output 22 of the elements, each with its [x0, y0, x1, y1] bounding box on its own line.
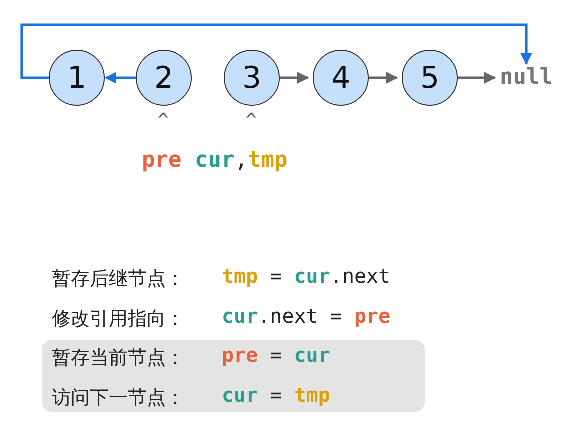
step-label: 暂存当前节点： [52, 346, 185, 371]
list-node-circle: 5 [402, 50, 458, 106]
arrow [20, 24, 532, 80]
list-node-circle: 3 [224, 50, 280, 106]
arrow [369, 72, 398, 84]
pointer-names: pre cur,tmp [142, 148, 288, 173]
step-label: 访问下一节点： [52, 386, 185, 411]
null-text: null [500, 67, 553, 89]
pointer-caret: ^ [246, 112, 257, 130]
list-node-circle: 4 [313, 50, 369, 106]
list-node-circle: 2 [136, 50, 192, 106]
arrow [280, 72, 310, 84]
step-label: 暂存后继节点： [52, 267, 185, 292]
step-label: 修改引用指向： [52, 307, 185, 332]
code-statement: cur.next = pre [222, 304, 391, 328]
code-statement: tmp = cur.next [222, 264, 391, 288]
code-statement: pre = cur [222, 343, 330, 367]
arrow [458, 72, 496, 84]
arrow [104, 72, 136, 84]
code-statement: cur = tmp [222, 383, 330, 407]
list-node-circle: 1 [49, 50, 105, 106]
pointer-caret: ^ [158, 112, 169, 130]
